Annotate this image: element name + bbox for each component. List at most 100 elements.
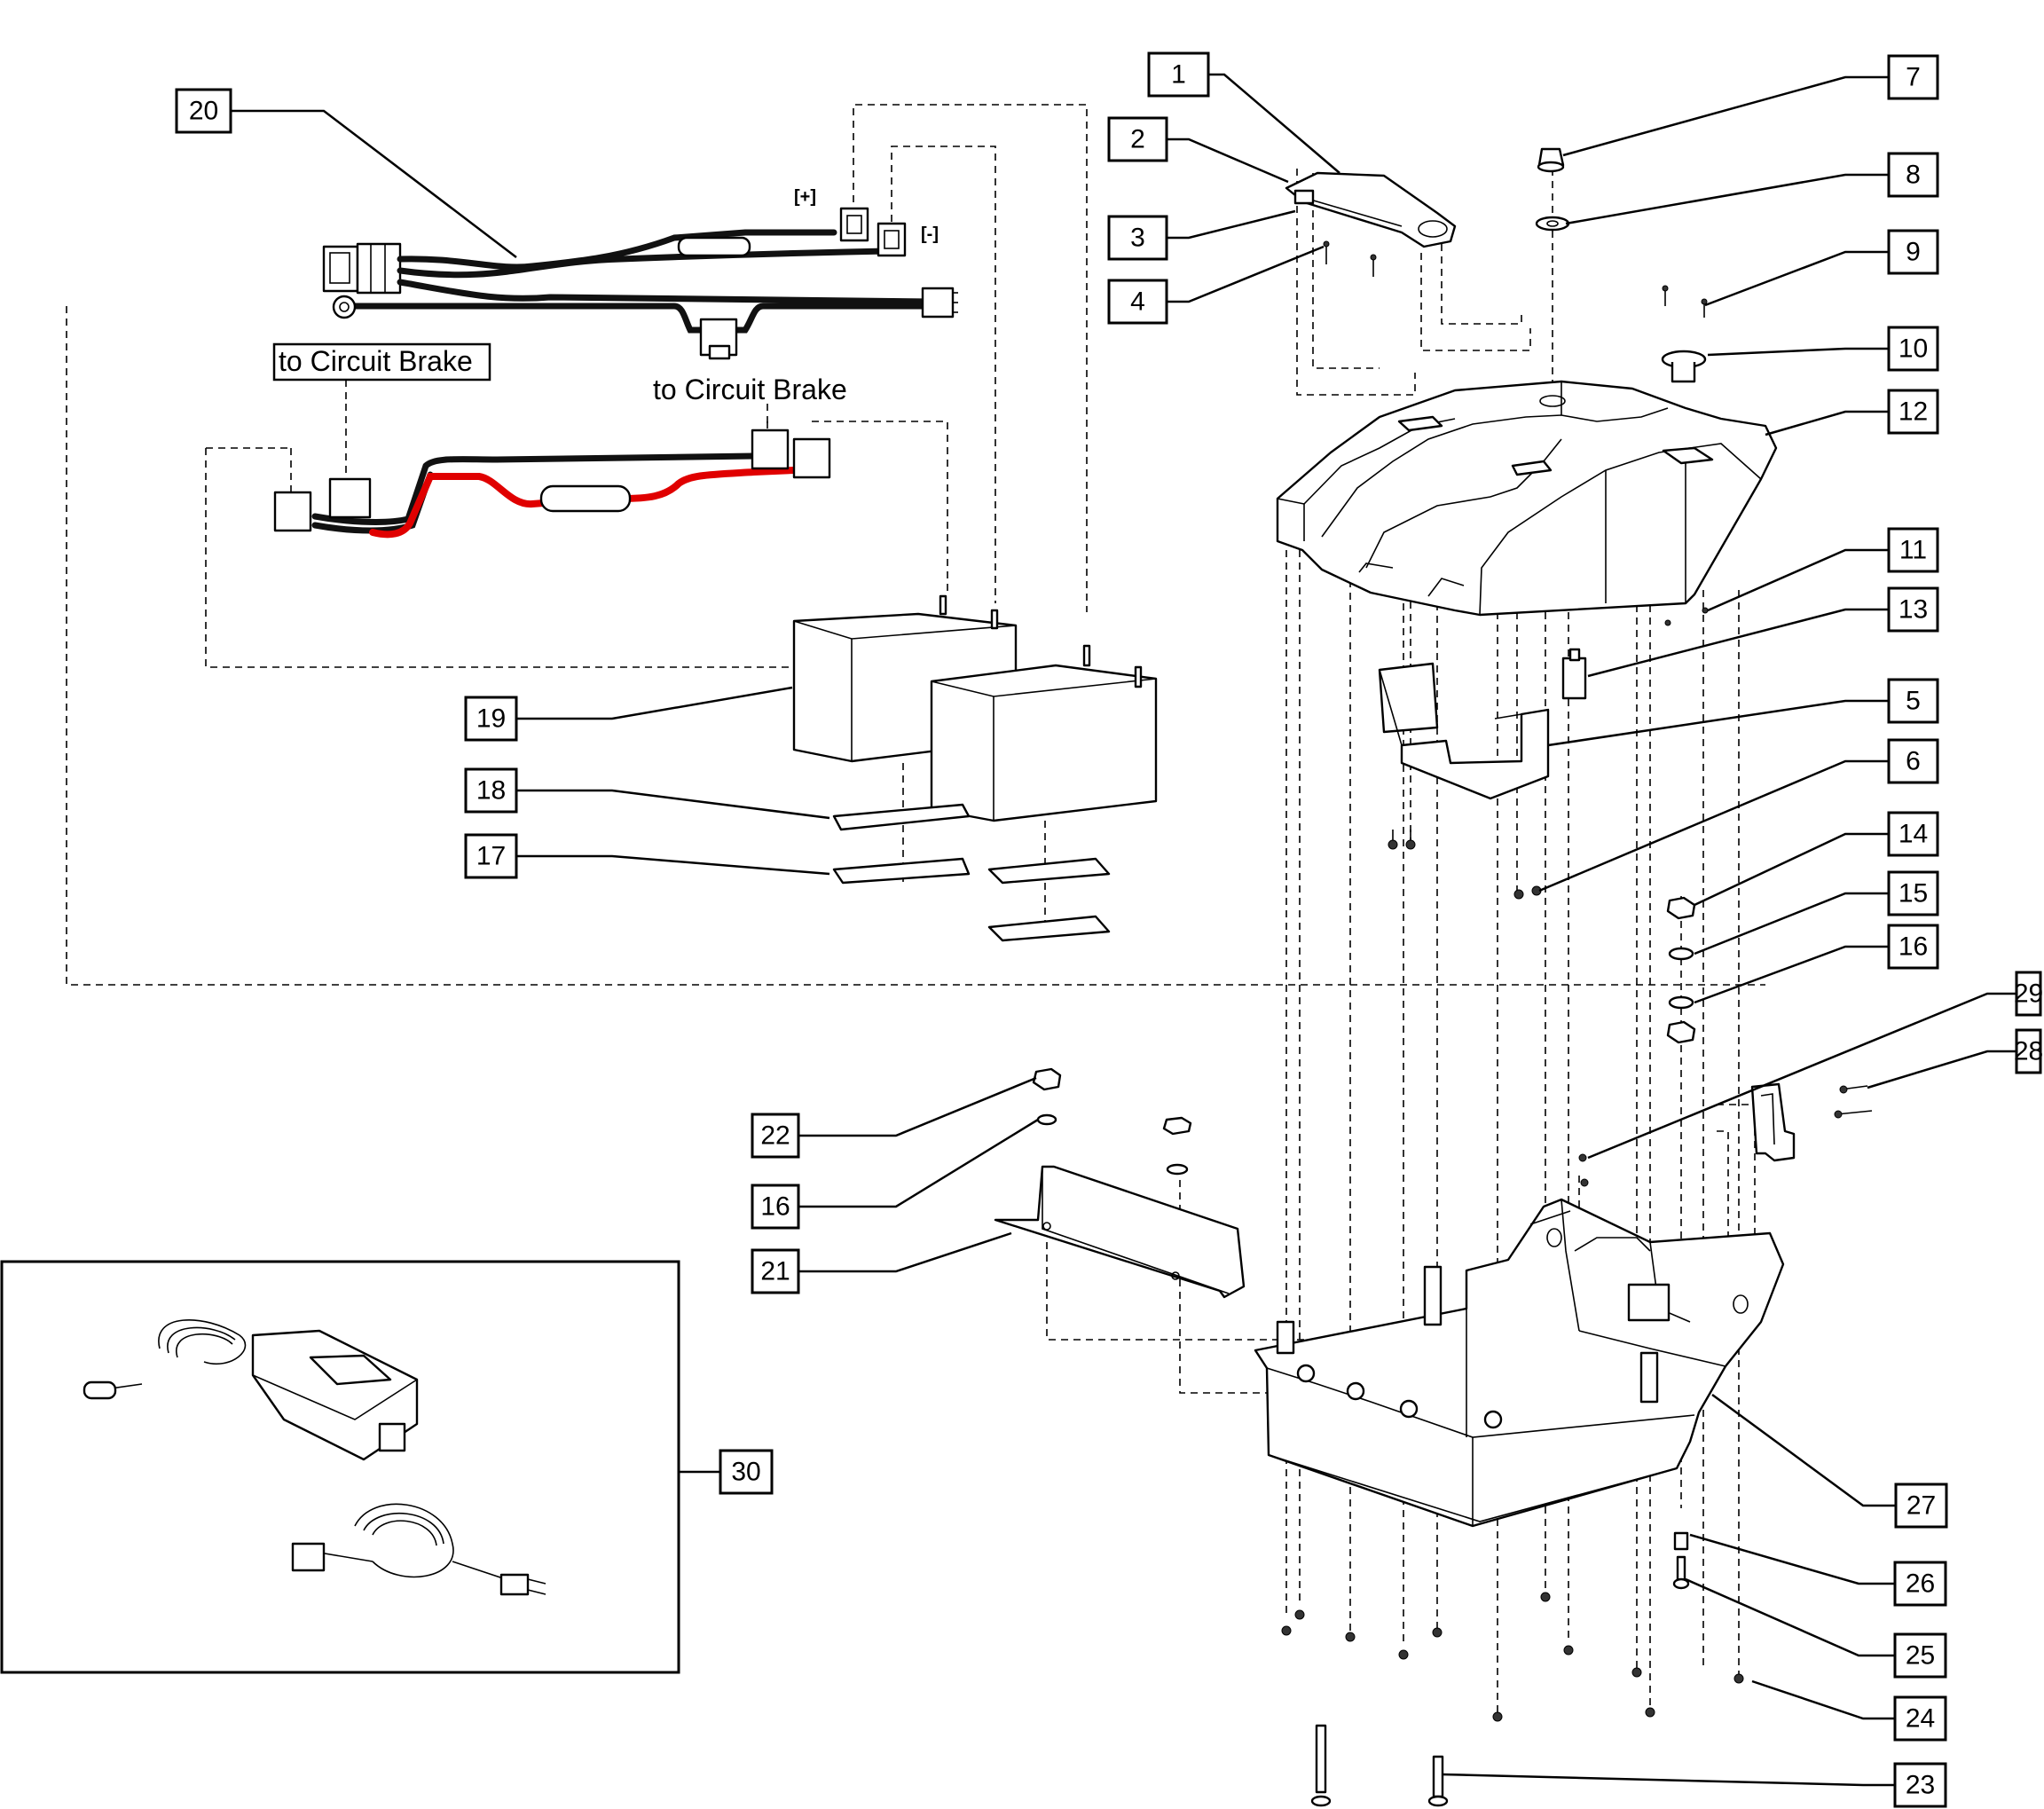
callout-number: 20 bbox=[189, 97, 218, 126]
callout-29: 29 bbox=[2014, 971, 2043, 1017]
callout-number: 7 bbox=[1906, 63, 1921, 92]
bottom-screws bbox=[1281, 1531, 1744, 1807]
charger-kit-30 bbox=[0, 1260, 680, 1674]
callout-number: 8 bbox=[1906, 161, 1921, 190]
circuit-brake-boxed-frame bbox=[272, 342, 491, 381]
callout-1: 1 bbox=[1147, 51, 1210, 98]
callout-16: 16 bbox=[1887, 924, 1939, 970]
callout-27: 27 bbox=[1894, 1483, 1948, 1529]
callout-box bbox=[1887, 924, 1939, 970]
callout-box bbox=[719, 1449, 774, 1495]
callout-box bbox=[1887, 152, 1939, 198]
callout-7: 7 bbox=[1887, 54, 1939, 100]
callout-box bbox=[1887, 678, 1939, 724]
callout-number: 25 bbox=[1906, 1641, 1935, 1671]
callout-box bbox=[751, 1248, 800, 1294]
callout-box bbox=[1893, 1695, 1947, 1742]
callout-16: 16 bbox=[751, 1184, 800, 1230]
callout-box bbox=[1147, 51, 1210, 98]
callout-17: 17 bbox=[464, 833, 518, 879]
callout-5: 5 bbox=[1887, 678, 1939, 724]
callout-box bbox=[1107, 116, 1168, 162]
callout-box bbox=[1887, 326, 1939, 372]
callout-box bbox=[1887, 738, 1939, 784]
callout-number: 15 bbox=[1899, 879, 1928, 908]
callout-number: 2 bbox=[1130, 125, 1145, 154]
callout-number: 18 bbox=[476, 776, 506, 806]
plus-terminal-label: [+] bbox=[794, 187, 816, 207]
callout-box bbox=[1893, 1561, 1947, 1607]
circuit-brake-plain-label: to Circuit Brake bbox=[653, 374, 847, 405]
callout-12: 12 bbox=[1887, 389, 1939, 435]
callout-box bbox=[464, 696, 518, 742]
callout-number: 24 bbox=[1906, 1704, 1935, 1734]
callout-box bbox=[1887, 870, 1939, 916]
callout-box bbox=[1887, 229, 1939, 275]
callout-box bbox=[464, 767, 518, 814]
callout-number: 16 bbox=[760, 1192, 790, 1222]
housing-cover-12 bbox=[1276, 380, 1778, 617]
callout-box bbox=[1894, 1483, 1948, 1529]
callout-number: 9 bbox=[1906, 238, 1921, 267]
callout-8: 8 bbox=[1887, 152, 1939, 198]
callout-box bbox=[1893, 1762, 1947, 1808]
callout-box bbox=[751, 1184, 800, 1230]
callout-number: 10 bbox=[1899, 334, 1928, 364]
callout-number: 29 bbox=[2014, 979, 2043, 1009]
callout-2: 2 bbox=[1107, 116, 1168, 162]
nut-washer-stack bbox=[1666, 896, 1696, 1044]
callout-number: 17 bbox=[476, 842, 506, 871]
callout-9: 9 bbox=[1887, 229, 1939, 275]
callout-24: 24 bbox=[1893, 1695, 1947, 1742]
callout-13: 13 bbox=[1887, 586, 1939, 633]
callout-number: 19 bbox=[476, 704, 506, 734]
port-bracket-28-29 bbox=[1578, 1082, 1873, 1187]
top-fasteners bbox=[1535, 147, 1708, 383]
callout-number: 28 bbox=[2014, 1037, 2043, 1066]
callout-3: 3 bbox=[1107, 215, 1168, 261]
battery-pads bbox=[832, 803, 1111, 942]
callout-14: 14 bbox=[1887, 811, 1939, 857]
leader-lines bbox=[231, 73, 2016, 1787]
callout-number: 5 bbox=[1906, 687, 1921, 716]
housing-internal-parts bbox=[1378, 607, 1709, 900]
base-tray-27 bbox=[1254, 1198, 1785, 1528]
callout-number: 22 bbox=[760, 1121, 790, 1151]
callout-number: 21 bbox=[760, 1257, 790, 1286]
callout-box bbox=[1107, 215, 1168, 261]
callout-number: 6 bbox=[1906, 747, 1921, 776]
callout-number: 1 bbox=[1171, 60, 1186, 90]
callout-11: 11 bbox=[1887, 527, 1939, 573]
callout-box bbox=[1887, 811, 1939, 857]
callout-number: 12 bbox=[1899, 397, 1928, 427]
callout-4: 4 bbox=[1107, 279, 1168, 325]
callout-numbers: 1234567891011121314151617181920212216232… bbox=[175, 51, 2043, 1808]
callout-21: 21 bbox=[751, 1248, 800, 1294]
callout-number: 3 bbox=[1130, 224, 1145, 253]
callout-6: 6 bbox=[1887, 738, 1939, 784]
callout-box bbox=[1887, 389, 1939, 435]
callout-28: 28 bbox=[2014, 1028, 2043, 1074]
callout-number: 4 bbox=[1130, 287, 1145, 317]
callout-18: 18 bbox=[464, 767, 518, 814]
callout-box bbox=[1887, 586, 1939, 633]
callout-23: 23 bbox=[1893, 1762, 1947, 1808]
wiring-harness-20: [+] [-] bbox=[322, 187, 958, 360]
callout-number: 16 bbox=[1899, 932, 1928, 962]
callout-20: 20 bbox=[175, 88, 232, 134]
callout-number: 30 bbox=[731, 1458, 760, 1487]
callout-number: 13 bbox=[1899, 595, 1928, 625]
callout-box bbox=[1107, 279, 1168, 325]
callout-box bbox=[464, 833, 518, 879]
callout-19: 19 bbox=[464, 696, 518, 742]
callout-number: 23 bbox=[1906, 1771, 1935, 1800]
handle-assembly bbox=[1285, 171, 1457, 277]
callout-box bbox=[1887, 54, 1939, 100]
callout-25: 25 bbox=[1893, 1632, 1947, 1679]
callout-10: 10 bbox=[1887, 326, 1939, 372]
callout-box bbox=[2015, 1028, 2042, 1074]
battery-19 bbox=[792, 594, 1158, 822]
callout-number: 27 bbox=[1906, 1491, 1936, 1521]
